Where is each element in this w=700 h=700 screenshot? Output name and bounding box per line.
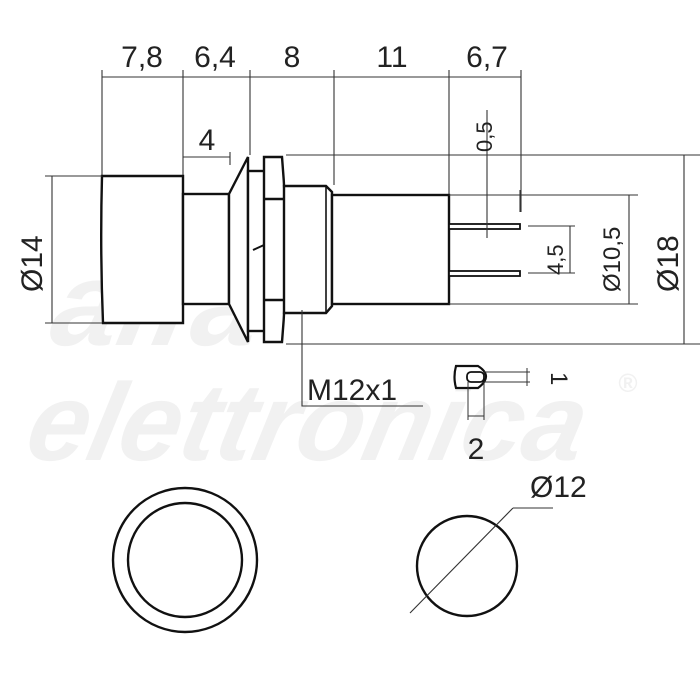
nut-outline [262, 155, 288, 344]
dim-terminal-1: 1 [545, 372, 572, 385]
dim-6-4: 6,4 [194, 41, 236, 74]
thread-leader: M12x1 [301, 310, 423, 407]
washer-outline [246, 169, 267, 333]
dim-7-8: 7,8 [121, 41, 163, 74]
dim-diameter-18: Ø18 [652, 235, 685, 292]
front-outer-ring [111, 486, 259, 634]
thread-outline [282, 184, 334, 315]
top-dimension-chain [101, 70, 522, 212]
dim-diameter-10-5: Ø10,5 [599, 227, 626, 292]
bezel-outline [227, 156, 250, 343]
terminal-upper [448, 223, 521, 230]
dim-8: 8 [284, 41, 301, 74]
dim-0-5: 0,5 [472, 121, 497, 152]
cap-diameter-dimension: Ø14 [16, 175, 102, 324]
dim-11: 11 [376, 41, 407, 74]
body-outline [330, 193, 451, 306]
top-dimension-labels: 7,8 6,4 8 11 6,7 [121, 41, 508, 74]
front-inner-ring [126, 501, 244, 619]
panel-cutout: Ø12 [409, 471, 587, 618]
dim-diameter-14: Ø14 [16, 235, 49, 292]
dim-6-7: 6,7 [466, 41, 508, 74]
right-dimension-labels: 0,5 4,5 Ø10,5 Ø18 [472, 121, 685, 292]
switch-side-view [100, 155, 521, 344]
cutout-circle [415, 514, 519, 618]
dim-4: 4 [199, 124, 216, 157]
terminal-lower [448, 270, 521, 277]
watermark-line2: elettronica [17, 360, 599, 484]
dim-diameter-12: Ø12 [530, 471, 587, 504]
neck-outline [181, 192, 231, 306]
terminal-section-detail: 1 2 [453, 364, 572, 466]
dim-thread-m12x1: M12x1 [307, 374, 397, 407]
dim-terminal-2: 2 [468, 433, 485, 466]
watermark-registered: ® [618, 368, 638, 398]
neck-dimension: 4 [183, 124, 231, 165]
right-extension-lines [286, 110, 700, 345]
cap-outline [100, 174, 185, 325]
dim-4-5: 4,5 [543, 244, 568, 275]
front-view [111, 486, 259, 634]
